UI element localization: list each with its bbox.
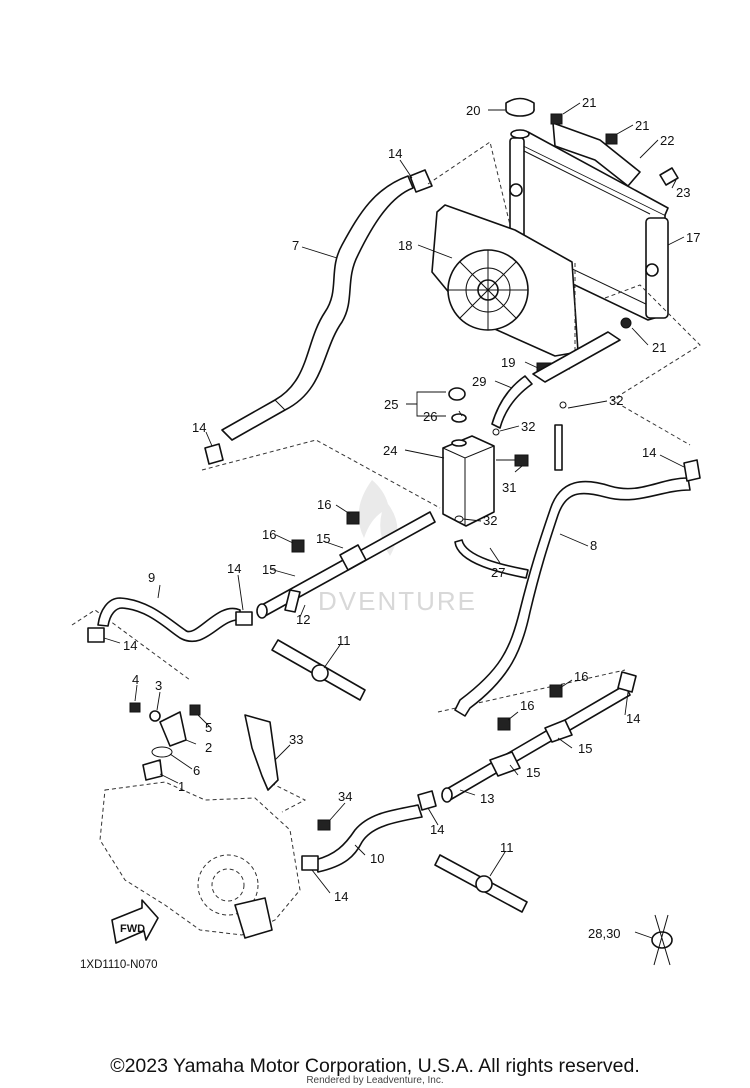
callout-20: 20 bbox=[466, 103, 480, 118]
callout-31: 31 bbox=[502, 480, 516, 495]
callout-19: 19 bbox=[501, 355, 515, 370]
hose-29 bbox=[454, 331, 621, 579]
clamp-14-top bbox=[409, 169, 433, 193]
bolt-16-c bbox=[549, 684, 563, 698]
callout-17: 17 bbox=[686, 230, 700, 245]
thermostat-parts bbox=[129, 702, 201, 781]
callout-23: 23 bbox=[676, 185, 690, 200]
callout-21-c: 21 bbox=[652, 340, 666, 355]
fan-shroud bbox=[431, 204, 579, 357]
callout-14-a: 14 bbox=[388, 146, 402, 161]
callout-14-g: 14 bbox=[430, 822, 444, 837]
callout-32-a: 32 bbox=[609, 393, 623, 408]
callout-5: 5 bbox=[205, 720, 212, 735]
clip-32-a bbox=[559, 401, 567, 409]
callout-14-b: 14 bbox=[192, 420, 206, 435]
callout-18: 18 bbox=[398, 238, 412, 253]
callout-26: 26 bbox=[423, 409, 437, 424]
callouts: 20 21 21 22 23 17 21 18 14 7 14 19 29 25… bbox=[80, 95, 700, 971]
bracket-33 bbox=[244, 714, 279, 791]
cable-tie-11-upper bbox=[271, 639, 366, 701]
callout-22: 22 bbox=[660, 133, 674, 148]
bolt-16-a bbox=[346, 511, 360, 525]
callout-8: 8 bbox=[590, 538, 597, 553]
callout-27: 27 bbox=[491, 565, 505, 580]
fwd-arrow-icon: FWD bbox=[111, 899, 159, 944]
callout-3: 3 bbox=[155, 678, 162, 693]
callout-25: 25 bbox=[384, 397, 398, 412]
clamp-14-hose10-a bbox=[417, 790, 437, 811]
hose-clamp-28-30 bbox=[651, 914, 673, 966]
callout-32-c: 32 bbox=[483, 513, 497, 528]
clamp-14-hose9-b bbox=[87, 627, 105, 643]
bolt-16-d bbox=[497, 717, 511, 731]
callout-13: 13 bbox=[480, 791, 494, 806]
callout-9: 9 bbox=[148, 570, 155, 585]
clamp-14-hose10-b bbox=[301, 855, 319, 871]
callout-6: 6 bbox=[193, 763, 200, 778]
diagram-code: 1XD1110-N070 bbox=[80, 959, 158, 971]
bolt-16-b bbox=[291, 539, 305, 553]
hose-8 bbox=[454, 477, 691, 717]
clamp-14-right bbox=[683, 459, 701, 482]
fwd-label: FWD bbox=[120, 923, 145, 935]
radiator bbox=[509, 131, 669, 321]
callout-4: 4 bbox=[132, 672, 139, 687]
clamp-14-left bbox=[204, 443, 224, 465]
radiator-bracket bbox=[550, 113, 679, 329]
callout-2: 2 bbox=[205, 740, 212, 755]
callout-14-h: 14 bbox=[626, 711, 640, 726]
callout-1: 1 bbox=[178, 779, 185, 794]
callout-15-c: 15 bbox=[526, 765, 540, 780]
callout-32-b: 32 bbox=[521, 419, 535, 434]
callout-15-d: 15 bbox=[578, 741, 592, 756]
cable-tie-11-lower bbox=[434, 854, 528, 913]
hose-10 bbox=[314, 804, 423, 873]
callout-11-b: 11 bbox=[500, 840, 514, 855]
callout-12: 12 bbox=[296, 612, 310, 627]
hose-9 bbox=[97, 597, 241, 643]
callout-14-c: 14 bbox=[642, 445, 656, 460]
callout-24: 24 bbox=[383, 443, 397, 458]
engine-outline bbox=[99, 781, 301, 939]
coolant-reservoir bbox=[442, 387, 495, 527]
callout-16-a: 16 bbox=[317, 497, 331, 512]
callout-16-d: 16 bbox=[574, 669, 588, 684]
callout-7: 7 bbox=[292, 238, 299, 253]
clamp-14-hose9-a bbox=[235, 611, 253, 626]
rendered-by-credit: Rendered by Leadventure, Inc. bbox=[306, 1075, 444, 1086]
bolt-34 bbox=[317, 819, 331, 831]
callout-14-f: 14 bbox=[334, 889, 348, 904]
hose-7 bbox=[221, 175, 414, 441]
callout-15-a: 15 bbox=[316, 531, 330, 546]
callout-21-b: 21 bbox=[635, 118, 649, 133]
callout-33: 33 bbox=[289, 732, 303, 747]
callout-16-b: 16 bbox=[262, 527, 276, 542]
callout-29: 29 bbox=[472, 374, 486, 389]
radiator-cap bbox=[505, 97, 535, 139]
leader-lines bbox=[103, 102, 685, 939]
copyright-notice: ©2023 Yamaha Motor Corporation, U.S.A. A… bbox=[110, 1055, 640, 1077]
callout-14-d: 14 bbox=[227, 561, 241, 576]
callout-34: 34 bbox=[338, 789, 352, 804]
clip-32-b bbox=[492, 428, 500, 436]
callout-21-a: 21 bbox=[582, 95, 596, 110]
pipe-12 bbox=[256, 511, 436, 619]
clamp-14-pipe13 bbox=[617, 671, 637, 693]
callout-15-b: 15 bbox=[262, 562, 276, 577]
callout-10: 10 bbox=[370, 851, 384, 866]
watermark-text: DVENTURE bbox=[318, 586, 477, 616]
callout-16-c: 16 bbox=[520, 698, 534, 713]
callout-28-30: 28,30 bbox=[588, 926, 621, 941]
callout-14-e: 14 bbox=[123, 638, 137, 653]
bolt-31 bbox=[514, 454, 529, 467]
callout-11-a: 11 bbox=[337, 633, 351, 648]
